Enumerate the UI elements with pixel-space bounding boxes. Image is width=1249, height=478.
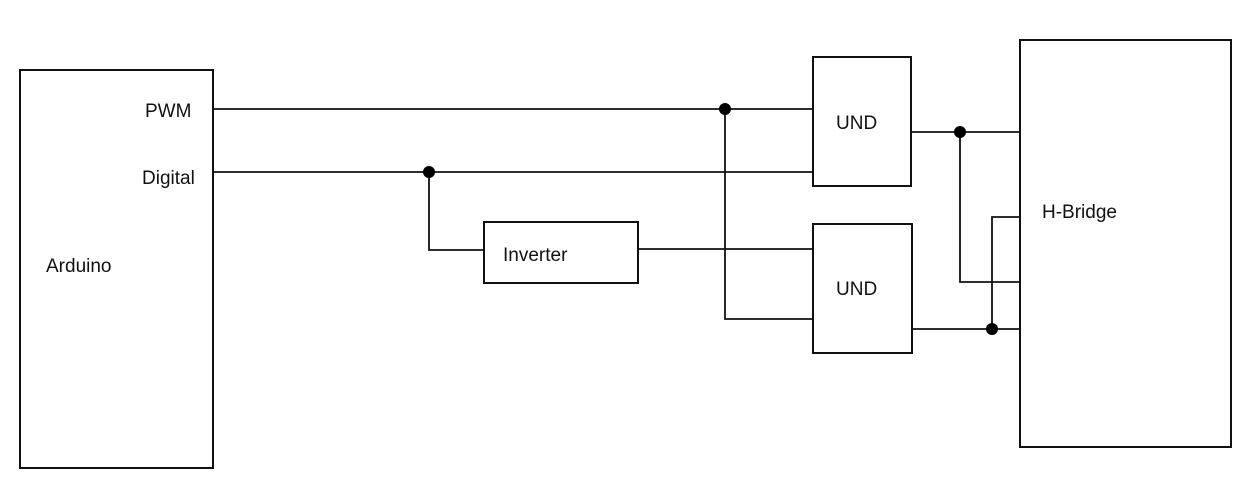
junction-und-top-out xyxy=(954,126,966,138)
wire-digital-to-inverter xyxy=(428,172,484,251)
arduino-label: Arduino xyxy=(46,256,112,277)
und-bottom-block: UND xyxy=(812,223,913,354)
junctions xyxy=(423,103,998,335)
junction-digital xyxy=(423,166,435,178)
junction-pwm xyxy=(719,103,731,115)
inverter-label: Inverter xyxy=(503,245,568,266)
pwm-pin-label: PWM xyxy=(145,101,191,122)
wire-und-top-branch xyxy=(959,132,1020,283)
digital-pin-label: Digital xyxy=(142,168,195,189)
und-bottom-label: UND xyxy=(836,279,877,300)
hbridge-label: H-Bridge xyxy=(1042,202,1117,223)
und-top-label: UND xyxy=(836,113,877,134)
inverter-block: Inverter xyxy=(483,221,639,284)
wire-und-bottom-branch xyxy=(991,216,1020,329)
junction-und-bottom-out xyxy=(986,323,998,335)
arduino-block: Arduino PWM Digital xyxy=(19,69,214,469)
wire-pwm-to-und-bottom xyxy=(724,109,813,320)
und-top-block: UND xyxy=(812,56,912,187)
hbridge-block: H-Bridge xyxy=(1019,39,1232,448)
